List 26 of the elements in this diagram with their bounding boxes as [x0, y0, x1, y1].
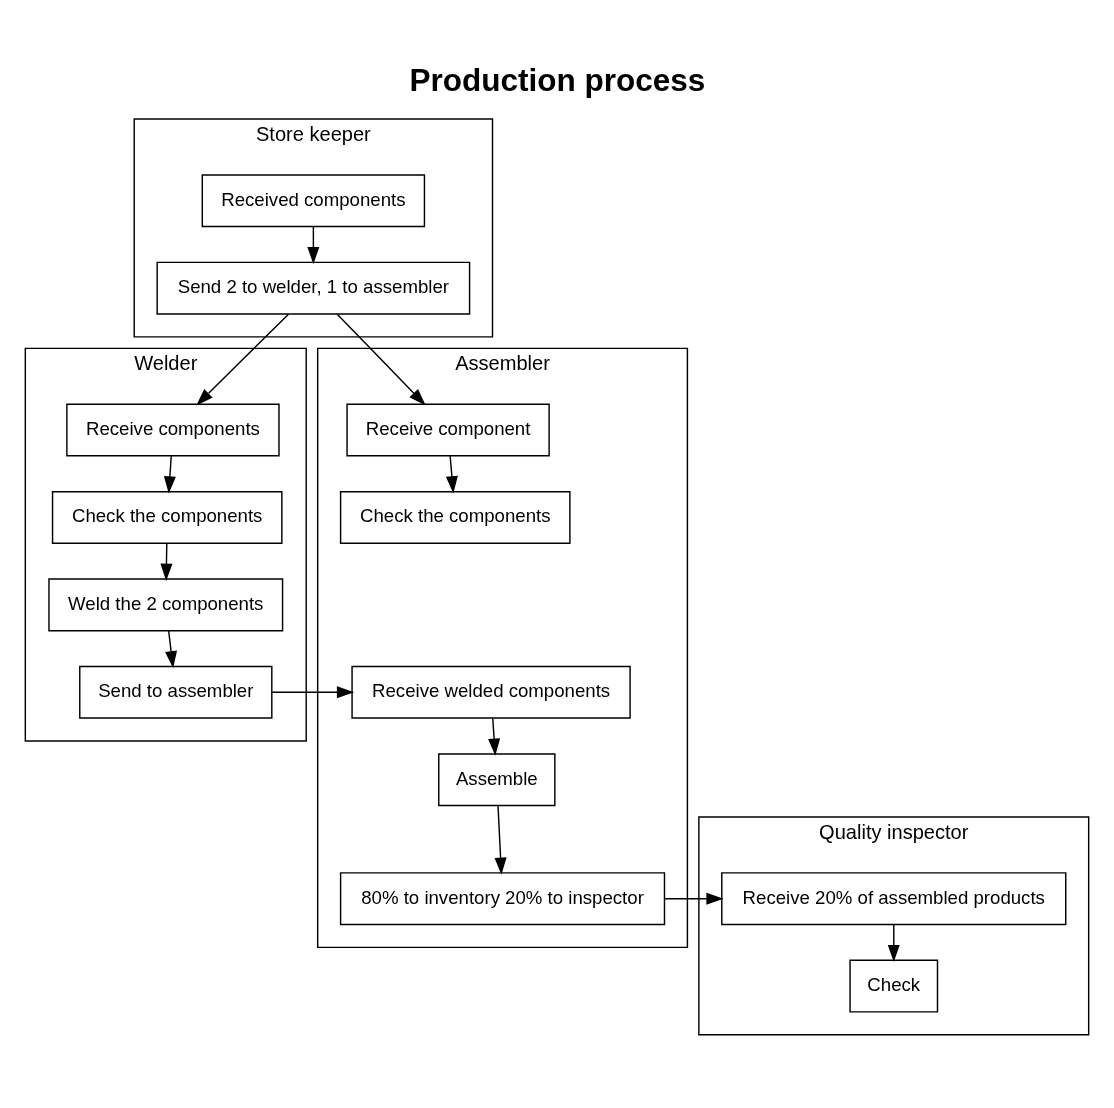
diagram-title: Production process — [409, 62, 706, 99]
arrow — [196, 313, 289, 406]
node-box: Received components — [201, 174, 426, 228]
node-box: Receive components — [66, 403, 280, 457]
node-box: Weld the 2 components — [48, 578, 284, 632]
node-box: 80% to inventory 20% to inspector — [339, 872, 666, 926]
arrow — [160, 542, 173, 581]
node-box: Send to assembler — [79, 665, 273, 719]
node-box: Check — [849, 959, 939, 1013]
node-box: Check the components — [339, 490, 571, 544]
node-box: Check the components — [51, 490, 283, 544]
arrow — [163, 455, 176, 494]
node-box: Receive 20% of assembled products — [721, 872, 1067, 926]
arrow — [494, 805, 507, 875]
arrow — [336, 313, 426, 406]
arrow — [271, 686, 355, 699]
arrow — [307, 225, 320, 265]
node-box: Receive component — [346, 403, 550, 457]
arrow — [663, 892, 724, 905]
arrow — [887, 923, 900, 963]
arrow — [488, 717, 501, 756]
node-box: Assemble — [438, 753, 556, 807]
arrow — [445, 455, 458, 494]
node-box: Send 2 to welder, 1 to assembler — [156, 261, 471, 315]
arrow — [165, 630, 178, 669]
node-box: Receive welded components — [351, 665, 631, 719]
